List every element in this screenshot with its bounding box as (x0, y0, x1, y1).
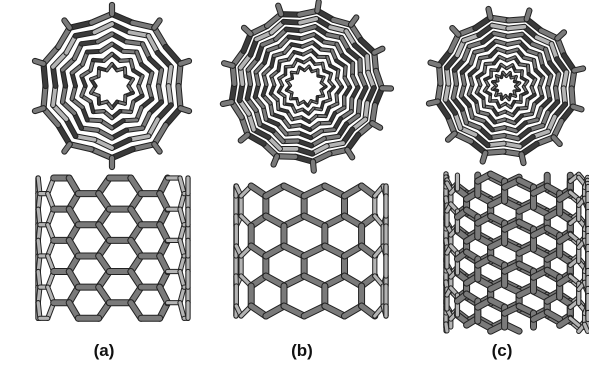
bond (301, 27, 315, 31)
bond (35, 108, 44, 111)
bond (488, 9, 490, 18)
bond (452, 28, 458, 35)
bond (35, 61, 44, 64)
bond (313, 162, 314, 171)
bond (160, 256, 168, 272)
bond (554, 137, 560, 144)
bond (179, 64, 181, 86)
bond (133, 23, 155, 28)
bond (44, 86, 46, 108)
bond (448, 134, 455, 140)
bond (446, 324, 447, 331)
bond (278, 6, 281, 15)
bond (508, 34, 522, 36)
bond (317, 2, 318, 11)
bond (302, 35, 314, 39)
bond (527, 11, 530, 20)
bond (169, 67, 171, 86)
nanotube-c-side-view (446, 174, 588, 331)
bond (53, 86, 55, 105)
bond (169, 86, 171, 105)
nanotube-b-end-view (223, 2, 391, 171)
bond (573, 107, 582, 110)
panel-label-b: (b) (262, 341, 342, 361)
bond (223, 102, 232, 104)
bond (160, 225, 168, 241)
bond (160, 194, 168, 210)
bond (180, 61, 189, 64)
bond (508, 27, 524, 29)
bond (160, 287, 168, 303)
panel-label-a: (a) (64, 341, 144, 361)
bond (70, 144, 92, 149)
bond (70, 23, 92, 28)
bond (224, 63, 233, 65)
bond (574, 68, 583, 70)
nanotube-c-end-view (429, 9, 583, 163)
bond (179, 86, 181, 108)
bond (53, 67, 55, 86)
bond (44, 64, 46, 86)
bond (244, 28, 251, 34)
panel-label-c: (c) (462, 341, 542, 361)
nanotube-a-end-view (35, 5, 189, 167)
bond (180, 108, 189, 111)
bond (522, 154, 524, 163)
bond (431, 63, 440, 66)
bond (429, 102, 438, 104)
bond (483, 153, 486, 162)
bond (133, 144, 155, 149)
nanotube-a-side-view (38, 178, 188, 318)
nanotube-b-side-view (236, 186, 386, 316)
bond (557, 32, 564, 38)
